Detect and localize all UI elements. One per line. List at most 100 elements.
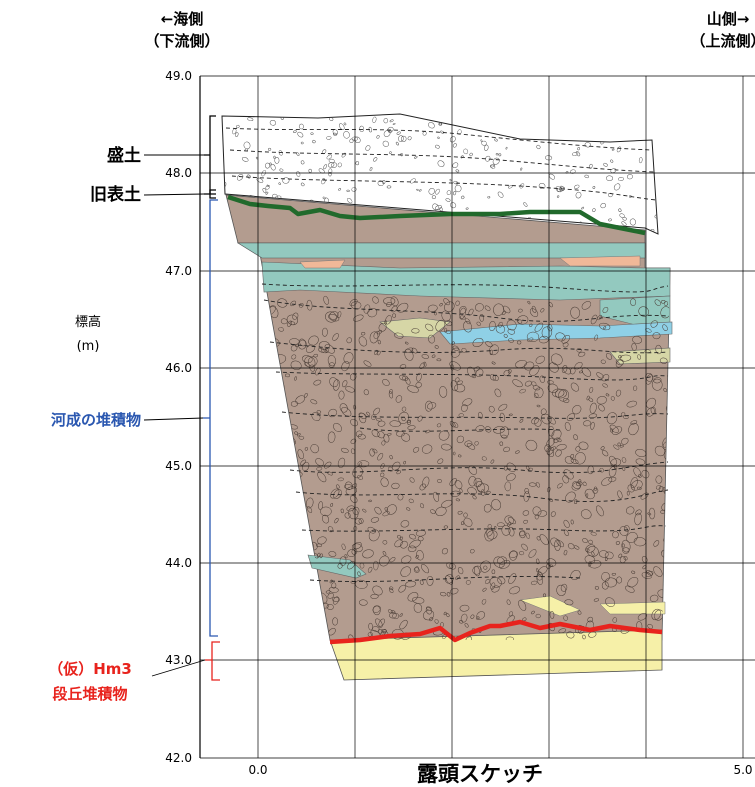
clast [494,525,497,530]
clast [455,300,460,306]
fluvial-bracket [203,199,218,637]
clast [561,334,571,344]
clast [379,555,390,567]
clast [626,532,638,543]
clast [269,478,275,488]
clast [452,345,459,352]
clast [300,182,305,187]
clast [653,566,663,577]
clast [571,151,579,156]
clast [425,400,433,412]
downstream-label: （下流側） [144,32,219,50]
clast [594,334,599,341]
clast [325,311,337,323]
clast [485,115,490,121]
clast [435,506,447,517]
clast [598,550,609,558]
clast [377,431,385,439]
clast [481,140,487,146]
clast [579,370,583,374]
clast [624,136,629,141]
clast [444,574,454,584]
clast [337,477,344,482]
clast [439,122,442,126]
clast [529,323,533,327]
clast [575,481,583,487]
clast [328,408,337,418]
clast [525,532,530,539]
clast [258,419,266,426]
clast [614,120,619,127]
clast [305,497,314,509]
teal-band-upper [236,242,646,259]
clast [566,413,576,422]
clast [332,617,338,626]
clast [337,311,342,318]
clast [593,598,599,602]
clast [298,123,304,130]
clast [413,567,420,573]
clast [371,429,380,438]
clast [547,416,556,425]
clast [383,118,389,124]
clast [565,491,576,503]
clast [389,612,397,619]
clast [388,391,393,399]
clast [454,184,462,193]
clast [655,144,658,148]
y-tick-46: 46.0 [165,361,192,375]
clast [518,131,522,136]
clast [555,449,562,457]
clast [401,417,406,421]
clast [282,177,290,184]
clast [372,585,383,596]
clast [484,579,491,584]
clast [646,397,656,409]
clast [522,510,530,516]
clast [454,480,463,489]
clast [343,352,354,364]
clast [624,525,630,532]
clast [389,557,396,563]
clast [546,447,555,457]
clast [536,404,541,408]
clast [605,393,610,397]
clast [266,466,274,472]
clast [285,373,290,378]
clast [631,342,637,351]
clast [389,389,393,394]
clast [546,447,555,456]
clast [626,506,635,515]
clast [573,184,580,189]
x-tick-0: 0.0 [248,763,267,777]
clast [583,420,592,427]
clast [395,430,405,437]
clast [279,549,287,556]
clast [433,491,440,502]
clast [296,171,301,177]
clast [476,611,485,620]
clast [395,395,403,403]
clast [621,457,627,463]
clast [373,407,380,416]
clast [329,579,333,584]
clast [261,170,266,177]
clast [494,138,498,142]
clast [491,361,496,365]
clast [362,549,374,559]
clast [441,443,452,451]
clast [515,359,527,369]
clast [505,636,515,640]
clast [398,135,404,142]
clast [592,488,599,494]
clast [355,161,360,166]
clast [453,190,457,196]
clast [390,296,399,307]
clast [503,446,510,453]
clast [506,462,516,472]
clast [516,340,522,345]
clast [439,386,448,398]
clast [570,382,579,392]
clast [312,140,316,144]
clast [405,580,417,588]
